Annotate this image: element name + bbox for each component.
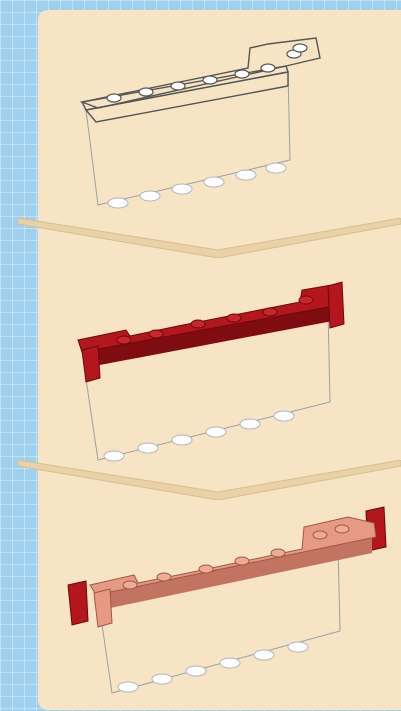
salmon-plate-frame-icon: [38, 475, 401, 711]
build-step-1: [38, 10, 401, 225]
dark-red-plate-frame-icon: [38, 232, 401, 467]
build-step-2: [38, 232, 401, 467]
transparent-windscreen-brick-icon: [38, 10, 401, 225]
build-step-3: [38, 475, 401, 711]
